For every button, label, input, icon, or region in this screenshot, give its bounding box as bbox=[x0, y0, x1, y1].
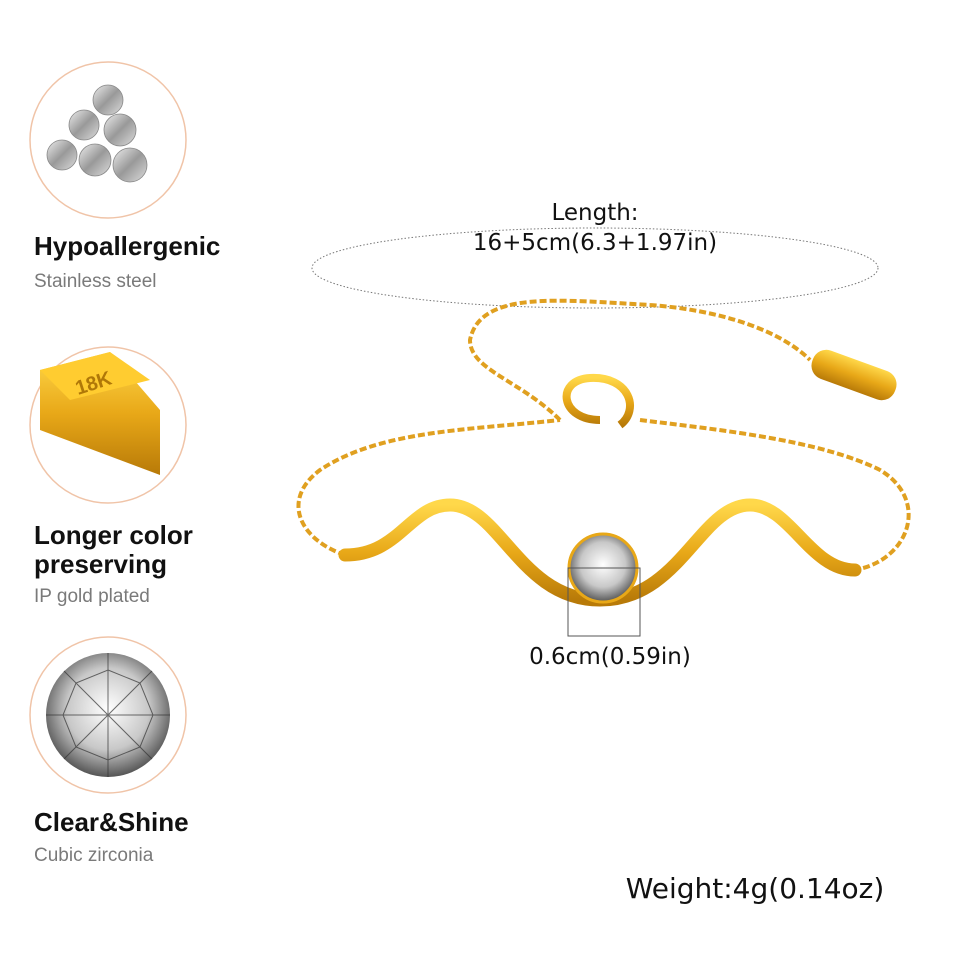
length-label: Length: bbox=[551, 200, 639, 226]
length-value: 16+5cm(6.3+1.97in) bbox=[472, 230, 718, 256]
feature-title-hypoallergenic: Hypoallergenic bbox=[34, 231, 221, 261]
length-guide bbox=[311, 227, 879, 309]
gold-bar-icon: 18K bbox=[29, 346, 187, 504]
feature-title-color-2: preserving bbox=[34, 549, 167, 579]
feature-title-color-1: Longer color bbox=[34, 520, 193, 550]
extender-tag bbox=[811, 349, 897, 401]
bracelet-chain bbox=[296, 298, 911, 572]
lobster-clasp bbox=[562, 373, 634, 429]
steel-rods-icon bbox=[29, 61, 187, 219]
stone-size-label: 0.6cm(0.59in) bbox=[529, 644, 691, 670]
weight-label: Weight:4g(0.14oz) bbox=[625, 872, 885, 905]
diamond-icon bbox=[29, 636, 187, 794]
feature-subtitle-gold: IP gold plated bbox=[34, 586, 150, 607]
feature-subtitle-zirconia: Cubic zirconia bbox=[34, 845, 154, 866]
stone-size-guide bbox=[567, 567, 641, 637]
feature-title-clear: Clear&Shine bbox=[34, 807, 189, 837]
feature-subtitle-stainless: Stainless steel bbox=[34, 271, 157, 292]
